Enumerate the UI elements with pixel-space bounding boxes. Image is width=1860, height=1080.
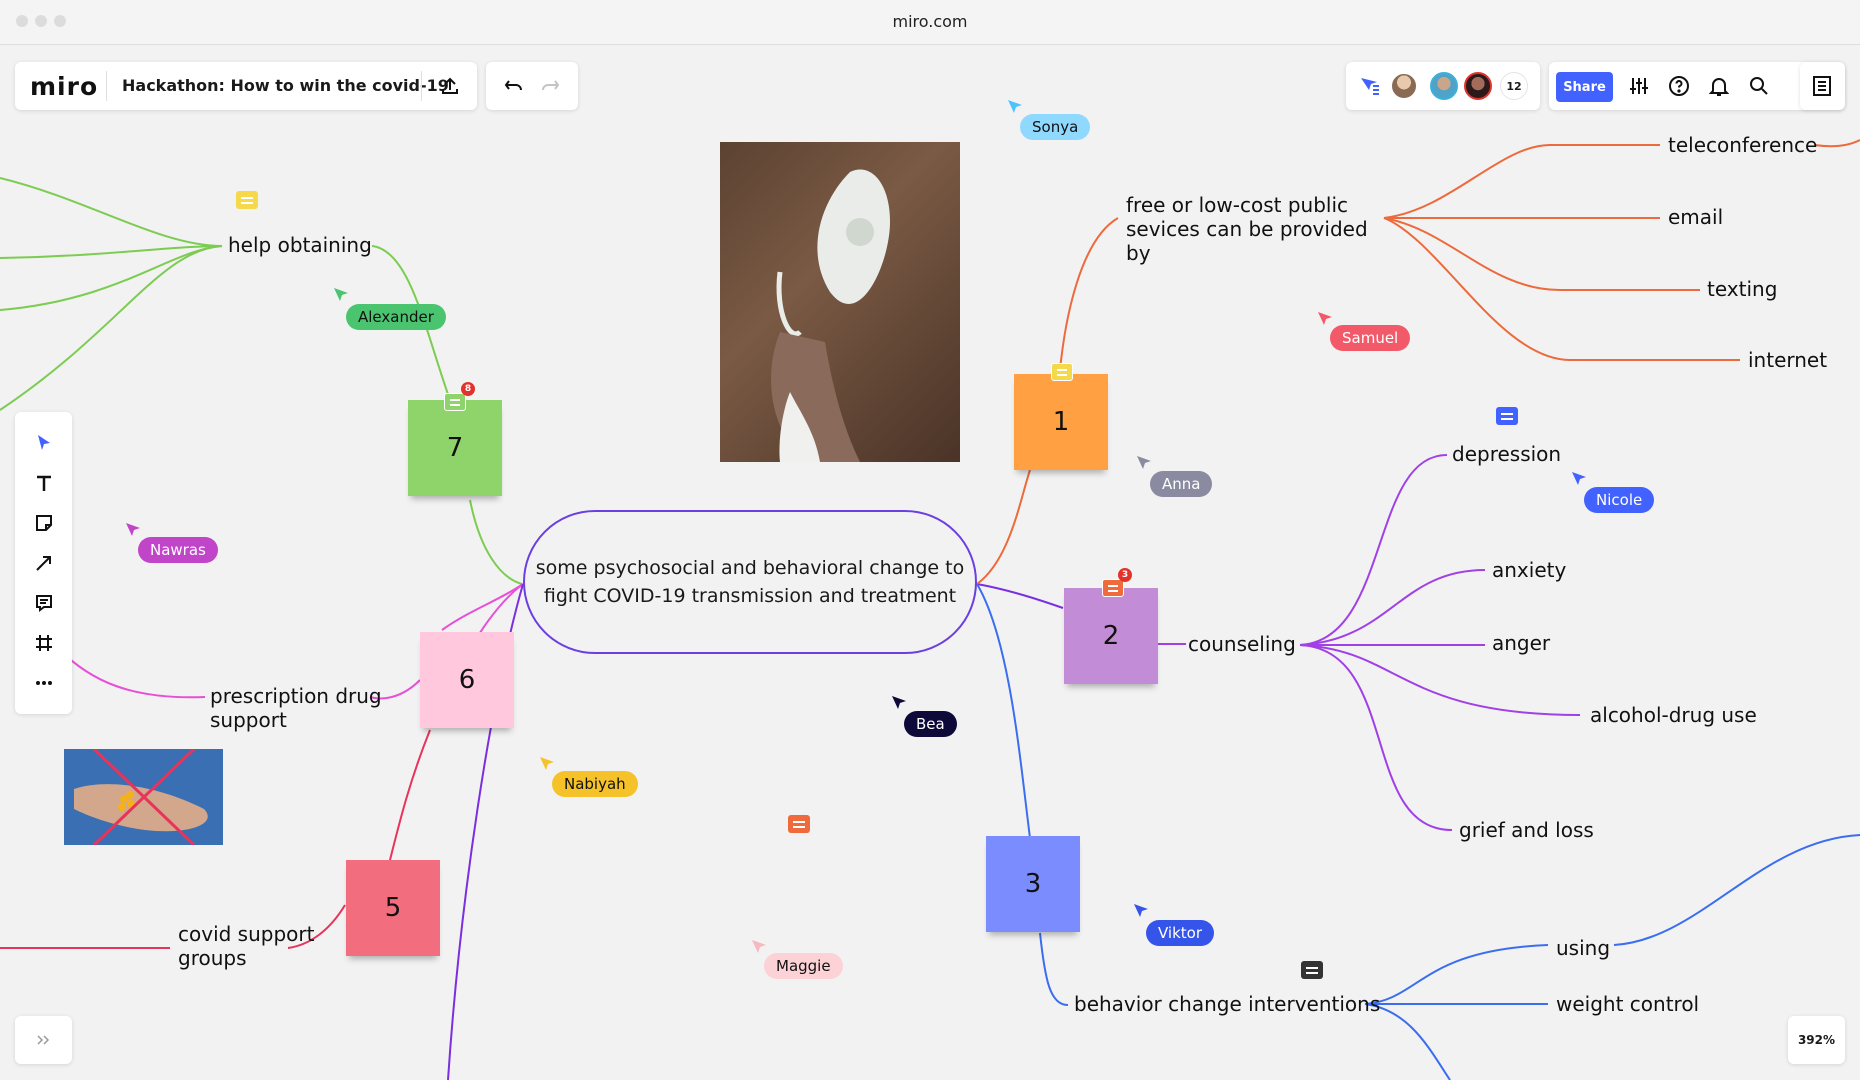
cursor-label-bea: Bea — [904, 711, 957, 737]
node-using[interactable]: using — [1556, 936, 1611, 960]
node-covid-support-groups[interactable]: covid support groups — [178, 922, 315, 970]
node-behavior-change[interactable]: behavior change interventions — [1074, 992, 1381, 1016]
collaborator-avatar[interactable] — [1390, 72, 1418, 100]
select-icon[interactable] — [15, 426, 72, 460]
creation-toolbar — [15, 412, 72, 714]
node-public-services[interactable]: free or low-cost public sevices can be p… — [1126, 193, 1368, 265]
expand-panel — [15, 1016, 72, 1064]
cursor-label-maggie: Maggie — [764, 953, 843, 979]
notifications-bell-icon[interactable] — [1707, 74, 1731, 98]
sticky-note-6[interactable]: 6 — [420, 632, 514, 728]
sticky-note-7[interactable]: 7 — [408, 400, 502, 496]
cursor-arrow-icon — [538, 755, 556, 777]
more-icon[interactable] — [15, 666, 72, 700]
node-anxiety[interactable]: anxiety — [1492, 558, 1567, 582]
comment-icon[interactable] — [1301, 961, 1323, 979]
share-button[interactable]: Share — [1556, 72, 1613, 102]
node-email[interactable]: email — [1668, 205, 1724, 229]
mask-photo[interactable] — [720, 142, 960, 462]
node-internet[interactable]: internet — [1748, 348, 1828, 372]
cursor-arrow-icon — [1570, 470, 1588, 492]
comment-icon[interactable] — [1102, 579, 1124, 597]
central-topic-node[interactable]: some psychosocial and behavioral change … — [523, 510, 977, 654]
cursor-label-nicole: Nicole — [1584, 487, 1655, 513]
comment-icon[interactable] — [788, 815, 810, 833]
cursor-label-nawras: Nawras — [138, 537, 218, 563]
window-minimize-button[interactable] — [35, 15, 47, 27]
comment-icon[interactable] — [444, 393, 466, 411]
sticky-note-1[interactable]: 1 — [1014, 374, 1108, 470]
cursor-label-anna: Anna — [1150, 471, 1213, 497]
cursor-arrow-icon — [1135, 454, 1153, 476]
comment-icon[interactable] — [1496, 407, 1518, 425]
comment-icon[interactable] — [1051, 363, 1073, 381]
export-upload-icon[interactable] — [438, 74, 462, 98]
sticky-note-5[interactable]: 5 — [346, 860, 440, 956]
node-prescription-drug-support[interactable]: prescription drug support — [210, 684, 382, 732]
sticky-note-3[interactable]: 3 — [986, 836, 1080, 932]
undo-redo-panel — [486, 62, 578, 110]
cursor-arrow-icon — [1316, 310, 1334, 332]
collaborator-count[interactable]: 12 — [1500, 72, 1528, 100]
cursor-label-nabiyah: Nabiyah — [552, 771, 638, 797]
board-panel — [15, 62, 477, 110]
sticky-note-2[interactable]: 2 — [1064, 588, 1158, 684]
node-depression[interactable]: depression — [1452, 442, 1562, 466]
collaborator-avatar[interactable] — [1464, 72, 1492, 100]
browser-titlebar: miro.com — [0, 0, 1860, 45]
arrow-icon[interactable] — [15, 546, 72, 580]
sticky-note-icon[interactable] — [15, 506, 72, 540]
redo-icon[interactable] — [538, 75, 562, 97]
node-anger[interactable]: anger — [1492, 631, 1551, 655]
cursor-label-samuel: Samuel — [1330, 325, 1411, 351]
collaborator-avatar[interactable] — [1430, 72, 1458, 100]
node-counseling[interactable]: counseling — [1188, 632, 1296, 656]
divider — [421, 71, 422, 101]
cursor-arrow-icon — [124, 521, 142, 543]
cursor-arrow-icon — [1132, 902, 1150, 924]
miro-logo[interactable]: miro — [30, 72, 99, 101]
node-alcohol-drug-use[interactable]: alcohol-drug use — [1590, 703, 1757, 727]
node-weight-control[interactable]: weight control — [1556, 992, 1700, 1016]
node-help-obtaining[interactable]: help obtaining — [228, 233, 372, 257]
cursor-label-alexander: Alexander — [346, 304, 446, 330]
zoom-level[interactable]: 392% — [1788, 1016, 1845, 1064]
address-bar[interactable]: miro.com — [892, 12, 968, 31]
cursor-arrow-icon — [890, 694, 908, 716]
comment-icon[interactable] — [236, 191, 258, 209]
cursor-label-viktor: Viktor — [1146, 920, 1215, 946]
undo-icon[interactable] — [502, 75, 526, 97]
search-icon[interactable] — [1747, 74, 1771, 98]
cursor-label-sonya: Sonya — [1020, 114, 1091, 140]
frame-icon[interactable] — [15, 626, 72, 660]
comment-icon[interactable] — [15, 586, 72, 620]
cursor-arrow-icon — [1006, 98, 1024, 120]
text-icon[interactable] — [15, 466, 72, 500]
expand-chevrons-icon[interactable] — [32, 1030, 56, 1050]
window-close-button[interactable] — [16, 15, 28, 27]
node-texting[interactable]: texting — [1707, 277, 1778, 301]
divider — [106, 71, 107, 101]
comment-count-badge: 8 — [461, 382, 475, 396]
notes-list-icon[interactable] — [1810, 74, 1834, 98]
settings-sliders-icon[interactable] — [1627, 74, 1651, 98]
pills-photo[interactable] — [64, 749, 223, 845]
cursor-arrow-icon — [332, 286, 350, 308]
node-teleconference[interactable]: teleconference — [1668, 133, 1818, 157]
follow-cursor-icon[interactable] — [1358, 74, 1382, 98]
help-icon[interactable] — [1667, 74, 1691, 98]
comment-count-badge: 3 — [1118, 568, 1132, 582]
cursor-arrow-icon — [750, 938, 768, 960]
window-zoom-button[interactable] — [54, 15, 66, 27]
node-grief-and-loss[interactable]: grief and loss — [1459, 818, 1594, 842]
board-title[interactable]: Hackathon: How to win the covid-19 — [122, 76, 449, 95]
